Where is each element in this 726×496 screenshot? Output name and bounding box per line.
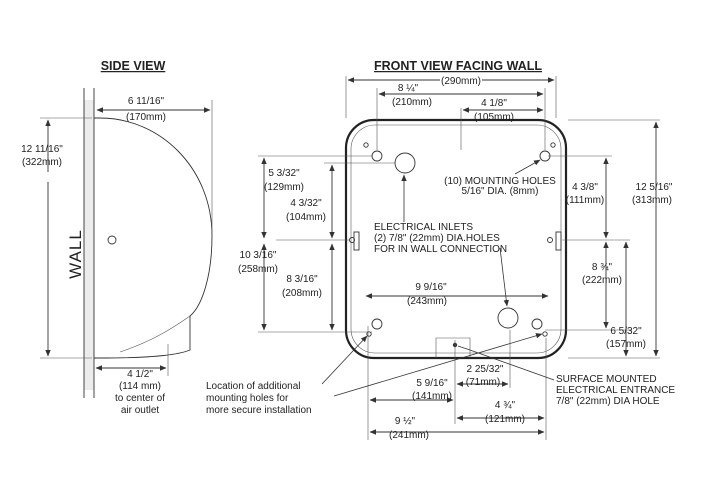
dryer-front-outline	[344, 118, 568, 360]
outlet-edge	[119, 315, 191, 353]
d7-in-label: 9 9/16"	[415, 282, 447, 293]
depth-mm-label: (170mm)	[126, 112, 166, 123]
d2-mm-label: (105mm)	[474, 112, 514, 123]
location-pointer-left	[321, 335, 368, 385]
surface-pointer	[457, 345, 555, 381]
d11-mm-label: (157mm)	[606, 339, 646, 350]
outlet-note-1: to center of	[115, 393, 165, 404]
d10-in-label: 8 ¾"	[592, 262, 613, 273]
d4-mm-label: (104mm)	[286, 212, 326, 223]
d8-mm-label: (111mm)	[566, 195, 605, 206]
electrical-inlet-bottom	[497, 307, 519, 329]
location-label-2: mounting holes for	[206, 393, 289, 404]
wall-label: WALL	[66, 229, 85, 279]
d9-mm-label: (313mm)	[632, 195, 672, 206]
d13-mm-label: (141mm)	[412, 391, 452, 402]
side-view: SIDE VIEW WALL 12 11/16" (322mm) 6 11/16…	[21, 59, 213, 416]
d6-in-label: 8 3/16"	[286, 274, 318, 285]
d7-mm-label: (243mm)	[407, 296, 447, 307]
location-label-1: Location of additional	[206, 381, 301, 392]
mounting-hole-icon	[531, 318, 543, 330]
d14-mm-label: (121mm)	[485, 414, 525, 425]
d1-in-label: 8 ¼"	[398, 82, 419, 94]
d6-mm-label: (208mm)	[282, 288, 322, 299]
height-in-label: 12 11/16"	[21, 144, 63, 155]
d8-in-label: 4 3/8"	[572, 182, 598, 193]
surface-entrance-notch	[435, 337, 471, 358]
electrical-label-2: (2) 7/8" (22mm) DIA.HOLES	[374, 233, 500, 244]
height-mm-label: (322mm)	[22, 157, 62, 168]
d11-in-label: 6 5/32"	[610, 326, 642, 337]
mounting-holes	[349, 142, 556, 337]
surface-label-3: 7/8" (22mm) DIA HOLE	[556, 396, 660, 407]
d4-in-label: 4 3/32"	[290, 198, 322, 209]
electrical-pointer-bottom	[499, 247, 509, 307]
d12-mm-label: (71mm)	[466, 377, 500, 388]
electrical-label-3: FOR IN WALL CONNECTION	[374, 244, 507, 255]
d15-mm-label: (241mm)	[389, 430, 429, 441]
mounting-holes-label-2: 5/16" DIA. (8mm)	[462, 186, 539, 197]
mounting-hole-icon	[363, 142, 369, 148]
outlet-in-label: 4 1/2"	[127, 369, 153, 380]
width-top-mm-label: (290mm)	[441, 76, 481, 87]
mounting-hole-icon	[550, 142, 556, 148]
mounting-hole-icon	[542, 331, 548, 337]
surface-label-2: ELECTRICAL ENTRANCE	[556, 385, 675, 396]
surface-label-1: SURFACE MOUNTED	[556, 374, 657, 385]
mounting-hole-icon	[547, 237, 553, 243]
outlet-note-2: air outlet	[121, 405, 160, 416]
right-bracket	[555, 231, 562, 251]
d3-in-label: 5 3/32"	[268, 168, 300, 179]
d14-in-label: 4 ¾"	[495, 400, 516, 411]
mounting-holes-label-1: (10) MOUNTING HOLES	[444, 176, 556, 187]
left-bracket	[353, 231, 360, 251]
d5-in-label: 10 3/16"	[240, 250, 277, 261]
d3-mm-label: (129mm)	[264, 182, 304, 193]
location-label-3: more secure installation	[206, 405, 312, 416]
outlet-mm-label: (114 mm)	[119, 381, 161, 392]
front-view: FRONT VIEW FACING WALL (290mm)	[206, 59, 675, 441]
mounting-hole-icon	[366, 331, 372, 337]
d12-in-label: 2 25/32"	[467, 364, 504, 375]
d10-mm-label: (222mm)	[582, 275, 622, 286]
d5-mm-label: (258mm)	[238, 264, 278, 275]
depth-in-label: 6 11/16"	[128, 96, 165, 107]
mounting-hole-icon	[371, 150, 383, 162]
mounting-holes-pointer	[514, 159, 541, 175]
electrical-inlet-top	[394, 152, 416, 174]
d15-in-label: 9 ½"	[395, 416, 416, 427]
d1-mm-label: (210mm)	[392, 97, 432, 108]
dryer-side-profile	[94, 117, 213, 359]
front-view-title: FRONT VIEW FACING WALL	[374, 59, 542, 73]
location-pointer-right	[333, 333, 543, 397]
side-view-title: SIDE VIEW	[101, 59, 166, 73]
d13-in-label: 5 9/16"	[416, 378, 448, 389]
mounting-hole-icon	[371, 318, 383, 330]
electrical-label-1: ELECTRICAL INLETS	[374, 222, 473, 233]
d2-in-label: 4 1/8"	[481, 98, 507, 109]
wall-surface	[84, 100, 94, 390]
d9-in-label: 12 5/16"	[636, 182, 673, 193]
side-screw-icon	[107, 235, 117, 245]
